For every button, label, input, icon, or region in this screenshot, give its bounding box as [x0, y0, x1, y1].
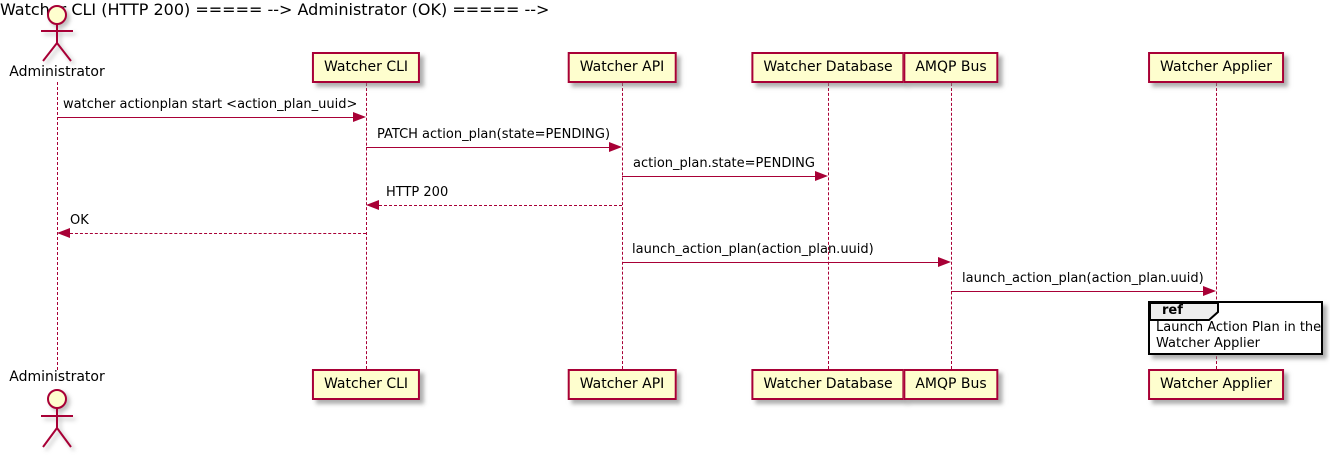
arrowhead-icon [353, 112, 366, 122]
arrowhead-icon [609, 142, 622, 152]
lifeline-watcher-api [622, 83, 623, 369]
message-label: action_plan.state=PENDING [633, 156, 815, 171]
arrowhead-icon [938, 257, 951, 267]
arrowhead-icon [57, 228, 70, 238]
participant-box-watcher-cli-bottom: Watcher CLI [311, 369, 421, 400]
message-line [366, 147, 610, 148]
ref-header-pentagon [1149, 302, 1219, 321]
message-line [379, 205, 622, 206]
ref-text-line1: Launch Action Plan in the [1156, 320, 1322, 335]
lifeline-watcher-applier [1216, 83, 1217, 369]
message-line [70, 233, 366, 234]
message-label: OK [70, 213, 89, 228]
lifeline-watcher-cli [366, 83, 367, 369]
lifeline-administrator [57, 82, 58, 370]
actor-label: Administrator [9, 64, 105, 80]
actor-label-bottom: Administrator [9, 369, 105, 385]
message-line [622, 176, 816, 177]
participant-box-amqp-bus-bottom: AMQP Bus [903, 369, 999, 400]
arrowhead-icon [1203, 286, 1216, 296]
message-line [57, 117, 354, 118]
message-label: HTTP 200 [386, 185, 449, 200]
actor-icon [41, 5, 73, 62]
message-line [951, 291, 1204, 292]
message-label: PATCH action_plan(state=PENDING) [377, 127, 611, 142]
participant-box-watcher-database-bottom: Watcher Database [751, 369, 905, 400]
arrowhead-icon [815, 171, 828, 181]
participant-box-watcher-database: Watcher Database [751, 52, 905, 83]
message-label: launch_action_plan(action_plan.uuid) [632, 242, 874, 257]
message-label: launch_action_plan(action_plan.uuid) [962, 271, 1204, 286]
participant-box-watcher-applier: Watcher Applier [1148, 52, 1284, 83]
message-label: watcher actionplan start <action_plan_uu… [63, 97, 358, 112]
participant-box-amqp-bus: AMQP Bus [903, 52, 999, 83]
actor-icon-bottom [41, 389, 73, 448]
participant-box-watcher-applier-bottom: Watcher Applier [1148, 369, 1284, 400]
ref-text: Launch Action Plan in the Watcher Applie… [1156, 320, 1321, 352]
arrowhead-icon [366, 200, 379, 210]
participant-box-watcher-api-bottom: Watcher API [567, 369, 677, 400]
lifeline-watcher-database [828, 83, 829, 369]
participant-box-watcher-api: Watcher API [567, 52, 677, 83]
ref-text-line2: Watcher Applier [1156, 336, 1260, 351]
ref-fragment: ref Launch Action Plan in the Watcher Ap… [1148, 301, 1323, 355]
participant-box-watcher-cli: Watcher CLI [311, 52, 421, 83]
message-line [622, 262, 939, 263]
lifeline-amqp-bus [951, 83, 952, 369]
ref-keyword: ref [1162, 303, 1183, 318]
